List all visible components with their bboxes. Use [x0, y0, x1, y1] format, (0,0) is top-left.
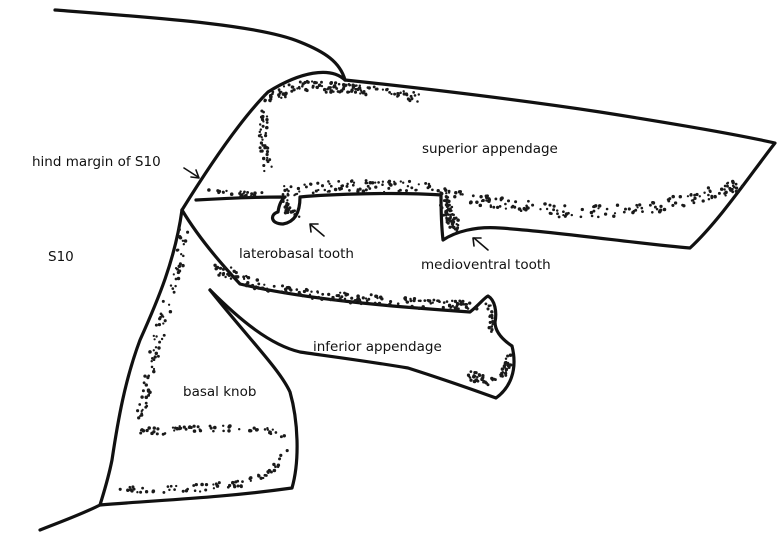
inferior-appendage-label: inferior appendage — [313, 339, 442, 355]
s10-dorsal-margin — [55, 10, 345, 80]
basal-knob-label: basal knob — [183, 384, 256, 400]
s10-hind-margin — [182, 72, 345, 210]
hind-margin-arrow — [184, 168, 199, 178]
lower-body-margin — [40, 505, 100, 530]
hind-margin-label: hind margin of S10 — [32, 154, 161, 170]
superior-appendage-outline — [196, 80, 775, 248]
laterobasal-tooth-label: laterobasal tooth — [239, 246, 354, 262]
medioventral-tooth-label: medioventral tooth — [421, 257, 551, 273]
s10-label: S10 — [48, 249, 74, 265]
superior-appendage-label: superior appendage — [422, 141, 558, 157]
medioventral-arrow — [473, 238, 488, 250]
laterobasal-arrow — [310, 224, 324, 236]
